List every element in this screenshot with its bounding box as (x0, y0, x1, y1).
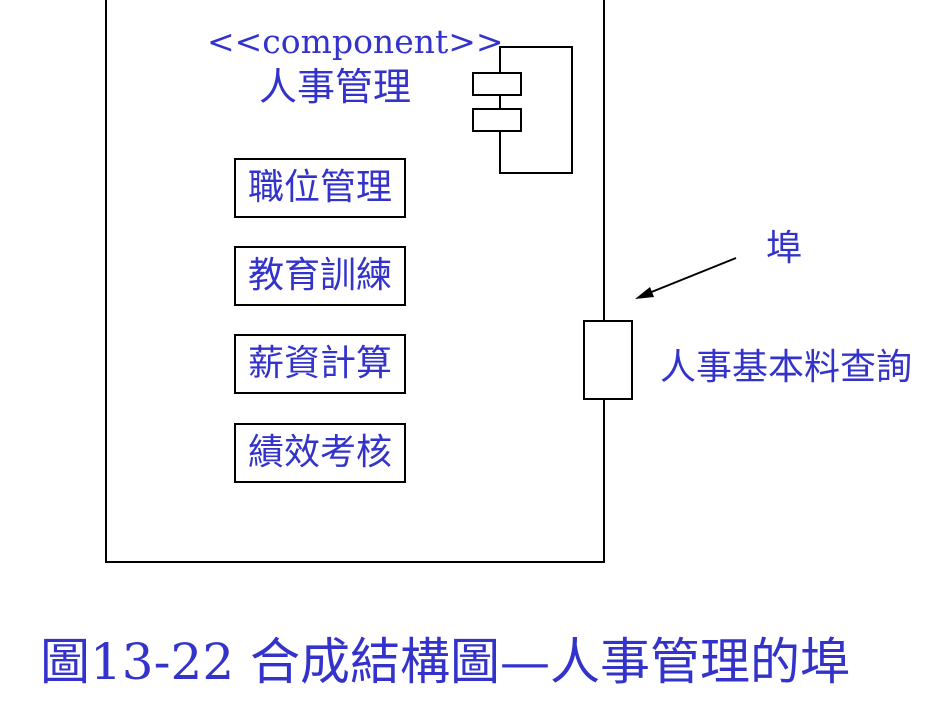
port-pointer-arrow (635, 257, 737, 299)
port (583, 320, 633, 400)
interface-label: 人事基本料查詢 (660, 347, 913, 388)
part-box-payroll: 薪資計算 (234, 334, 406, 394)
component-name: 人事管理 (258, 65, 411, 109)
part-box-performance: 績效考核 (234, 423, 406, 483)
port-label: 埠 (766, 228, 803, 269)
component-boundary (105, 0, 605, 563)
part-box-position-management: 職位管理 (234, 158, 406, 218)
figure-caption: 圖13-22 合成結構圖—人事管理的埠 (40, 633, 851, 691)
part-box-training: 教育訓練 (234, 246, 406, 306)
component-icon (472, 46, 573, 174)
component-stereotype: <<component>> (207, 22, 504, 61)
